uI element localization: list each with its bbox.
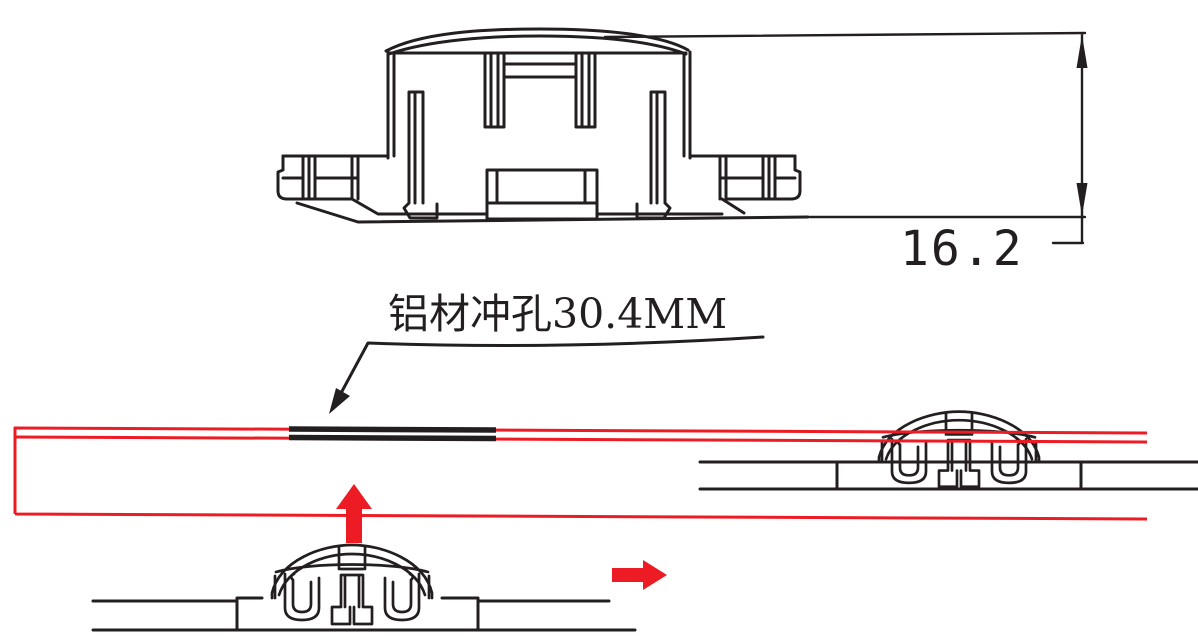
annotation-text: 铝材冲孔30.4MM (388, 290, 727, 338)
aluminum-profile-outline (13, 426, 1148, 521)
panel-section-left (91, 596, 637, 632)
profile-top-lines (13, 426, 1148, 444)
punched-hole-segment (288, 426, 497, 442)
main-section-view (276, 27, 810, 224)
bottom-skirt (295, 197, 810, 224)
dimension-lines (603, 31, 1087, 245)
dome-outline (384, 27, 690, 56)
annotation-leader-line (338, 335, 765, 397)
inner-legs (402, 90, 672, 220)
clip-instance-right (877, 410, 1041, 489)
dimension-value: 16.2 (900, 221, 1024, 277)
height-dimension: 16.2 (603, 31, 1088, 277)
center-base-block (485, 168, 599, 221)
punch-annotation: 铝材冲孔30.4MM (329, 290, 765, 414)
right-arrow-icon (612, 560, 667, 590)
right-flange (718, 154, 802, 201)
installed-view-left (91, 543, 637, 632)
leader-arrow-icon (329, 388, 350, 414)
installed-view-right (698, 410, 1198, 491)
clip-instance-left (270, 543, 434, 626)
profile-left-and-bottom (13, 427, 1148, 521)
center-latch-bars (483, 51, 597, 129)
body-sides (386, 50, 692, 160)
left-flange (276, 154, 360, 201)
dimension-arrow-down-icon (1076, 183, 1088, 216)
dimension-arrow-up-icon (1076, 35, 1088, 68)
up-arrow-icon (336, 484, 372, 543)
